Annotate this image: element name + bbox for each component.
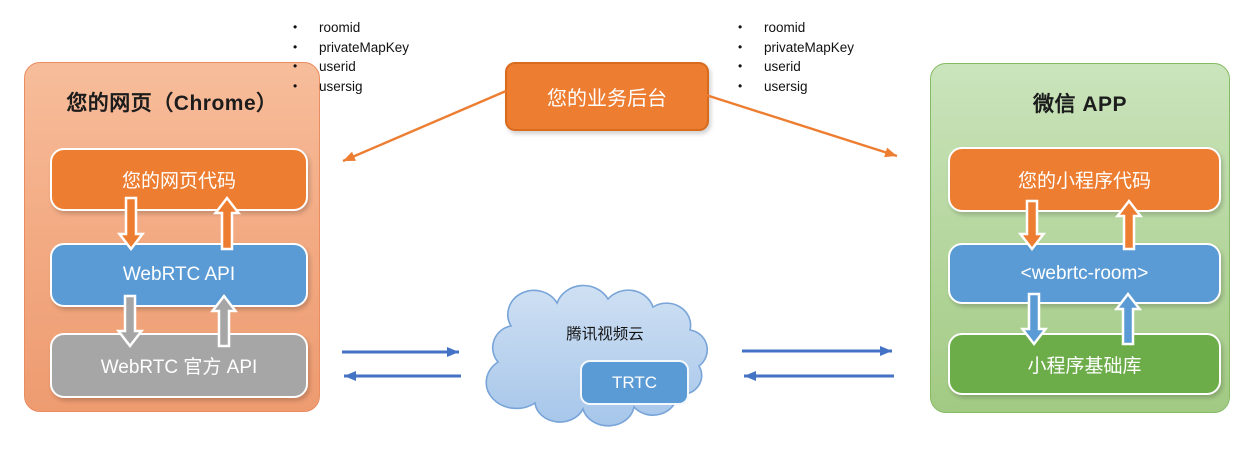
miniprogram-code-box: 您的小程序代码 (948, 147, 1221, 212)
backend-label: 您的业务后台 (547, 88, 667, 110)
bullet-icon: • (293, 20, 298, 34)
wechat-panel-title: 微信 APP (1032, 93, 1127, 116)
web-code-label: 您的网页代码 (121, 171, 236, 192)
list-item: • usersig (738, 77, 854, 97)
webrtc-room-label: <webrtc-room> (1020, 262, 1149, 284)
arrow-backend-to-web-icon (342, 89, 507, 163)
bullet-icon: • (293, 59, 298, 73)
webrtc-room-box: <webrtc-room> (948, 243, 1221, 304)
miniprogram-base-label: 小程序基础库 (1027, 355, 1142, 377)
bullet-icon: • (738, 20, 743, 34)
cloud-label: 腾讯视频云 (566, 326, 644, 343)
param-roomid: roomid (764, 20, 806, 35)
miniprogram-base-box: 小程序基础库 (948, 333, 1221, 395)
bullet-icon: • (738, 59, 743, 73)
bullet-icon: • (293, 39, 298, 54)
param-userid: userid (319, 59, 356, 74)
arrow-backend-to-miniprogram-icon (705, 93, 898, 158)
browser-panel-title: 您的网页（Chrome） (66, 92, 278, 115)
list-item: • privateMapKey (738, 38, 854, 58)
params-list-right: • roomid • privateMapKey • userid • usersig (738, 18, 854, 96)
trtc-label: TRTC (611, 372, 657, 392)
list-item: • userid (738, 57, 854, 77)
param-privatemapkey: privateMapKey (764, 39, 855, 55)
param-usersig: usersig (764, 78, 808, 94)
miniprogram-code-label: 您的小程序代码 (1017, 171, 1151, 192)
bullet-icon: • (293, 78, 298, 93)
webrtc-api-label: WebRTC API (122, 264, 236, 285)
webrtc-api-box: WebRTC API (50, 243, 308, 307)
trtc-box: TRTC (580, 360, 689, 405)
browser-panel: 您的网页（Chrome） 您的网页代码 WebRTC API WebRTC 官方… (24, 62, 320, 412)
backend-box: 您的业务后台 (505, 62, 709, 131)
web-code-box: 您的网页代码 (50, 148, 308, 211)
list-item: • privateMapKey (293, 38, 409, 58)
wechat-panel: 微信 APP 您的小程序代码 <webrtc-room> 小程序基础库 (930, 63, 1230, 413)
list-item: • usersig (293, 77, 409, 97)
params-list-left: • roomid • privateMapKey • userid • usersig (293, 18, 409, 96)
bullet-icon: • (738, 39, 743, 54)
list-item: • userid (293, 57, 409, 77)
param-privatemapkey: privateMapKey (319, 39, 410, 55)
bullet-icon: • (738, 78, 743, 93)
param-roomid: roomid (319, 20, 361, 35)
param-usersig: usersig (319, 78, 363, 94)
webrtc-official-label: WebRTC 官方 API (100, 357, 258, 378)
param-userid: userid (764, 59, 801, 74)
list-item: • roomid (293, 18, 409, 38)
list-item: • roomid (738, 18, 854, 38)
webrtc-official-box: WebRTC 官方 API (50, 333, 308, 398)
